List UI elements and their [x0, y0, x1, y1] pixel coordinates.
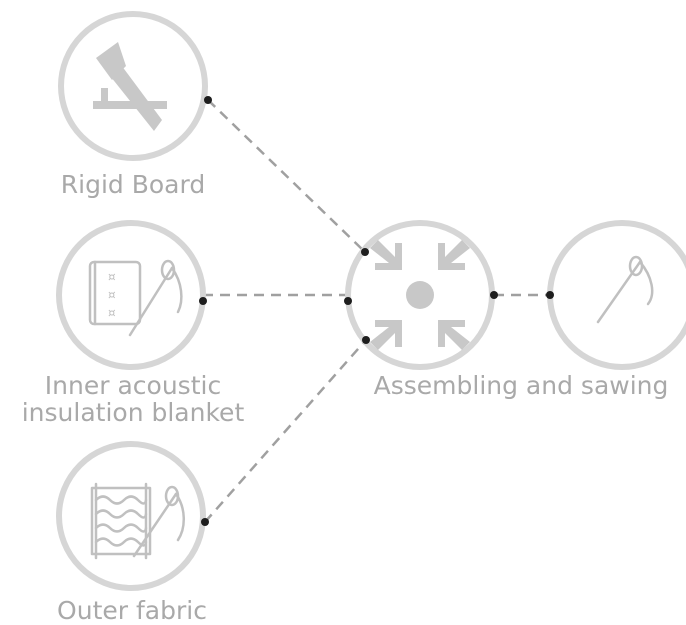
assembling-node — [345, 220, 495, 370]
connector-outer-fabric — [204, 339, 367, 523]
connector-dot — [344, 297, 352, 305]
svg-text:¤: ¤ — [108, 270, 116, 284]
woven-fabric-needle-icon — [90, 482, 185, 560]
connector-dot — [201, 518, 209, 526]
connector-dot — [490, 291, 498, 299]
connector-dot — [362, 336, 370, 344]
inner-blanket-label-line1: Inner acoustic — [44, 371, 222, 400]
quilted-blanket-needle-icon: ¤ ¤ ¤ — [88, 259, 183, 337]
rigid-board-ring — [58, 11, 208, 161]
needle-thread-icon — [596, 255, 654, 324]
rigid-board-node — [58, 11, 208, 161]
svg-text:¤: ¤ — [108, 306, 116, 320]
svg-text:¤: ¤ — [108, 288, 116, 302]
connector-dot — [546, 291, 554, 299]
outer-fabric-ring — [56, 441, 206, 591]
outer-fabric-node — [56, 441, 206, 591]
saw-cutting-board-icon — [93, 42, 167, 131]
sewing-node — [547, 220, 686, 370]
connector-dot — [204, 96, 212, 104]
connector-dot — [199, 297, 207, 305]
connector-dot — [361, 248, 369, 256]
inward-arrows-icon — [370, 240, 470, 350]
rigid-board-label: Rigid Board — [60, 170, 206, 199]
connector-rigid-board — [207, 99, 366, 253]
inner-blanket-ring — [56, 220, 206, 370]
inner-blanket-label-line2: insulation blanket — [21, 398, 245, 427]
assembling-label: Assembling and sawing — [373, 371, 669, 400]
outer-fabric-label: Outer fabric — [57, 596, 207, 625]
inner-blanket-node: ¤ ¤ ¤ — [56, 220, 206, 370]
